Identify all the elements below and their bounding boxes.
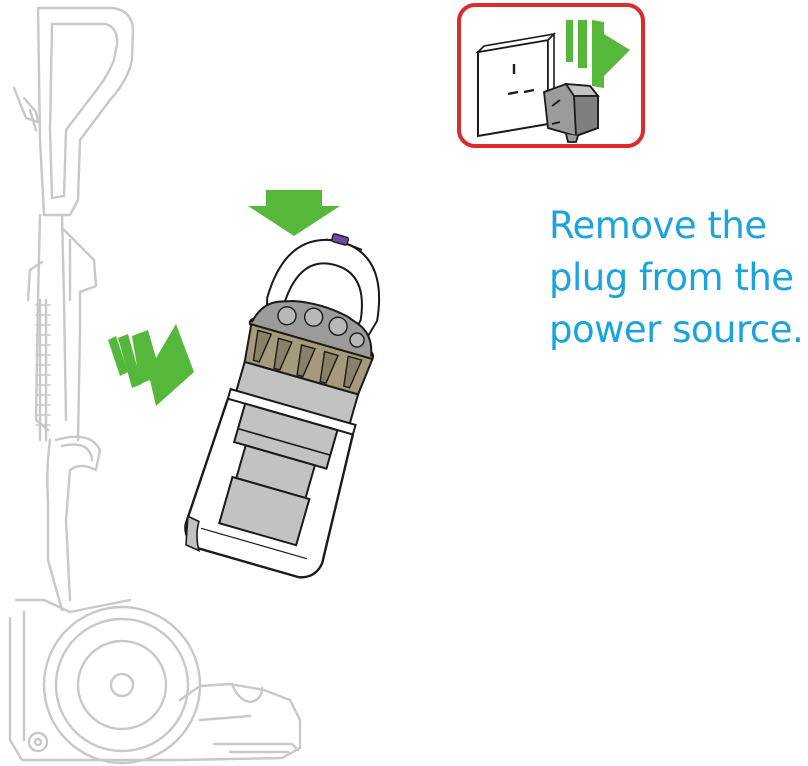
wall-socket-icon — [475, 32, 557, 138]
push-down-arrow-icon — [248, 190, 340, 236]
cyclone-bin-icon — [184, 233, 381, 579]
instruction-line-3: power source. — [549, 308, 804, 351]
push-right-arrow-icon — [108, 324, 194, 406]
release-button-icon — [331, 233, 350, 246]
instruction-text: Remove the plug from the power source. — [549, 200, 808, 356]
instruction-line-2: plug from the — [549, 256, 794, 299]
vacuum-ghost-icon — [8, 6, 302, 765]
plug-icon — [543, 82, 600, 143]
unplug-callout — [457, 3, 645, 148]
instruction-line-1: Remove the — [549, 204, 767, 247]
unplug-arrow-icon — [566, 20, 630, 88]
